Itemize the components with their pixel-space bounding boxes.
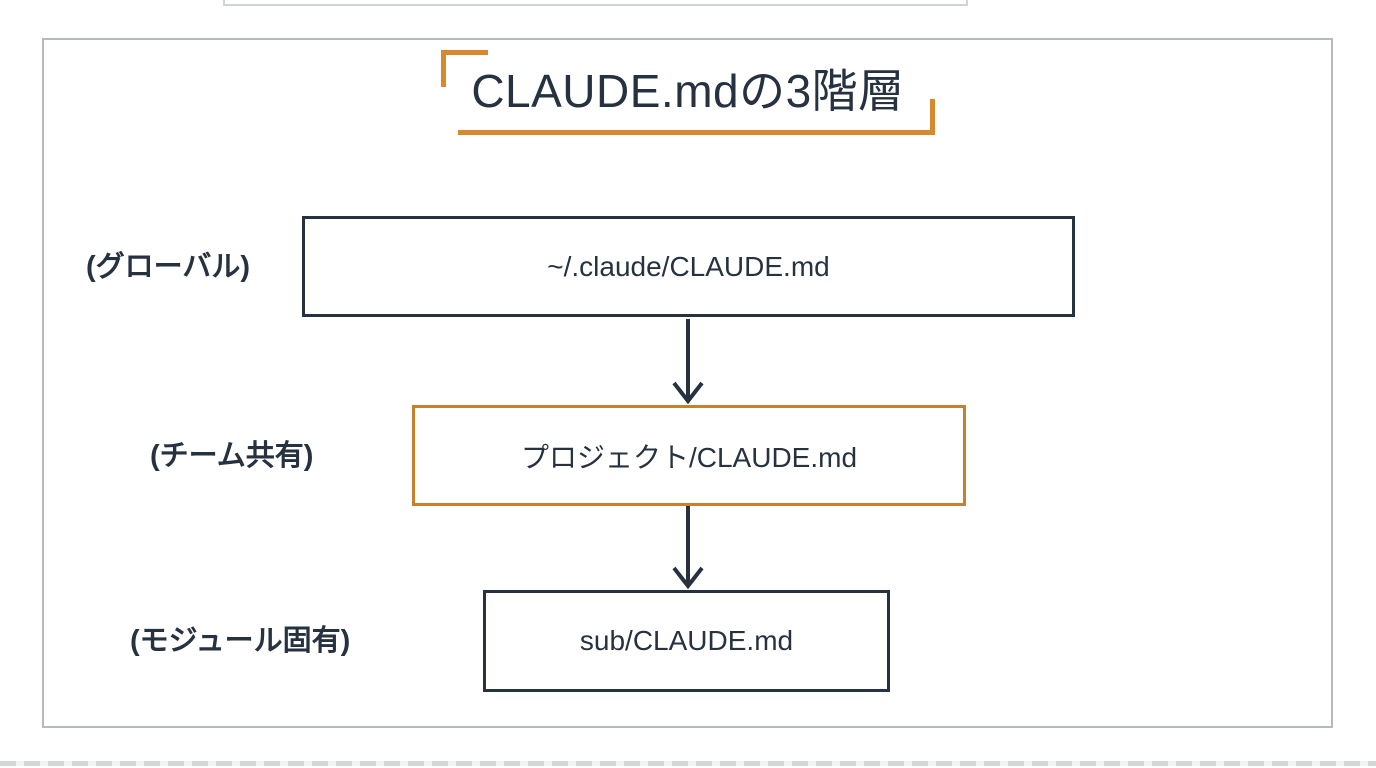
page-title: CLAUDE.mdの3階層: [471, 65, 905, 117]
node-global: ~/.claude/CLAUDE.md: [302, 216, 1075, 317]
cropped-edge-artifact-bottom: [0, 761, 1376, 766]
node-sub: sub/CLAUDE.md: [483, 590, 890, 692]
arrow-down-icon: [672, 506, 704, 590]
level-label-global: (グローバル): [86, 251, 251, 283]
node-global-path: ~/.claude/CLAUDE.md: [547, 250, 830, 282]
level-label-module-specific: (モジュール固有): [130, 625, 351, 657]
connector-arrow-project-to-sub: [664, 506, 712, 592]
connector-arrow-global-to-project: [664, 319, 712, 407]
node-project-path: プロジェクト/CLAUDE.md: [520, 441, 858, 473]
node-project: プロジェクト/CLAUDE.md: [412, 405, 966, 506]
title-corner-bracket-icon: [441, 50, 488, 87]
level-label-team-shared: (チーム共有): [150, 440, 314, 472]
title-underline-bracket-icon: [458, 99, 935, 135]
node-sub-path: sub/CLAUDE.md: [579, 625, 794, 656]
arrow-down-icon: [672, 319, 704, 405]
cropped-edge-artifact-top: [223, 0, 968, 6]
